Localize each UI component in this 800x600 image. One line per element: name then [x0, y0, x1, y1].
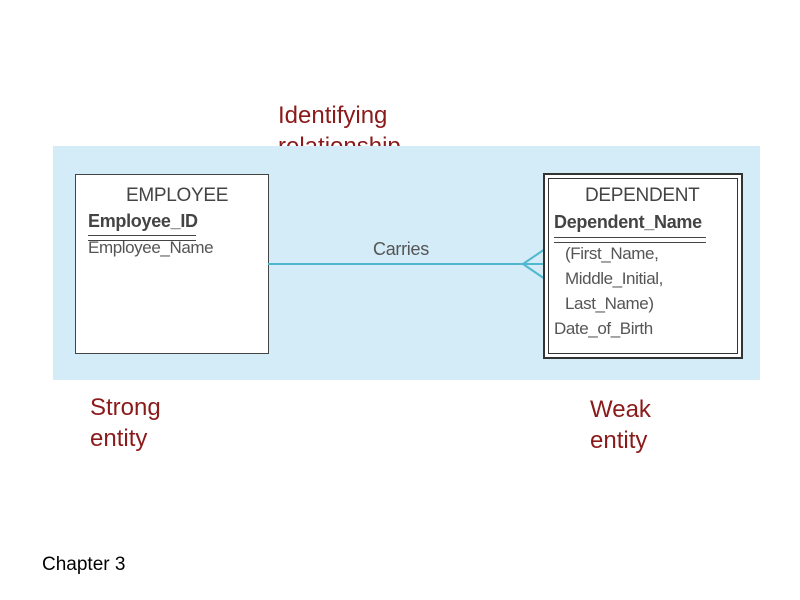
- employee-key-attribute: Employee_ID: [88, 211, 198, 231]
- dependent-attribute: Date_of_Birth: [554, 319, 653, 338]
- employee-key-underline: [88, 235, 196, 241]
- carries-relationship-line: [268, 263, 523, 265]
- dependent-entity: DEPENDENT Dependent_Name (First_Name, Mi…: [543, 173, 743, 359]
- crows-foot-icon: [515, 248, 546, 280]
- dependent-key-attribute: Dependent_Name: [554, 212, 702, 232]
- weak-entity-label: Weak entity: [590, 396, 651, 454]
- dependent-inner-border: DEPENDENT Dependent_Name (First_Name, Mi…: [548, 178, 738, 354]
- carries-relationship-label: Carries: [373, 239, 429, 259]
- dependent-title: DEPENDENT: [585, 185, 700, 206]
- dependent-attribute: Last_Name): [565, 294, 654, 313]
- dependent-attribute: Middle_Initial,: [565, 269, 663, 288]
- dependent-attribute: (First_Name,: [565, 244, 659, 263]
- employee-title: EMPLOYEE: [126, 185, 229, 206]
- strong-entity-label: Strong entity: [90, 394, 161, 452]
- dependent-key-underline: [554, 237, 706, 243]
- identifying-relationship-label: Identifying relationship: [278, 102, 401, 150]
- er-diagram-panel: EMPLOYEE Employee_ID Employee_Name Carri…: [53, 146, 760, 380]
- employee-entity: EMPLOYEE Employee_ID Employee_Name: [75, 174, 269, 354]
- employee-attribute: Employee_Name: [88, 238, 214, 257]
- chapter-footer: Chapter 3: [42, 554, 126, 575]
